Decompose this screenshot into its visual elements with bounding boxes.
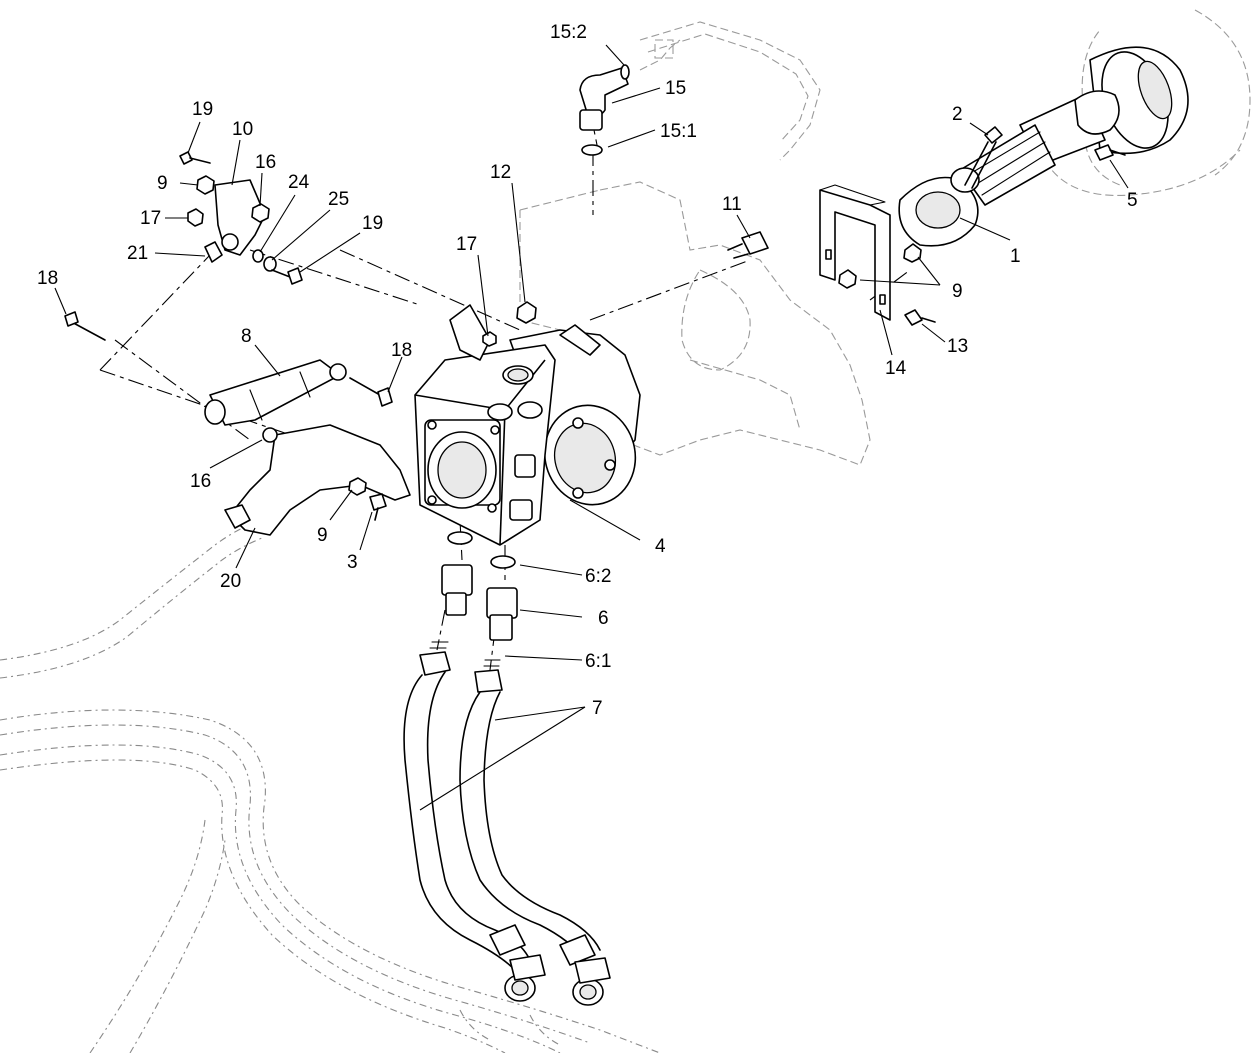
elbow-fitting-assembly	[579, 39, 681, 156]
callout-24: 24	[288, 172, 310, 193]
callout-4: 4	[655, 536, 666, 557]
phantom-frame	[0, 9, 1251, 1053]
callout-2: 2	[952, 104, 963, 125]
callout-labels: 15:2 15 15:1 2 5 1 9 19 10 16 24 25 19 9…	[37, 22, 1138, 719]
callout-25: 25	[328, 189, 349, 210]
callout-13: 13	[947, 336, 968, 357]
callout-16-top: 16	[255, 152, 276, 173]
callout-17-center: 17	[456, 234, 477, 255]
callout-11: 11	[722, 194, 742, 215]
callout-19-top: 19	[192, 99, 213, 120]
callout-7: 7	[592, 698, 603, 719]
leader-lines	[54, 44, 1129, 811]
callout-17-left: 17	[140, 208, 161, 229]
callout-15: 15	[665, 78, 686, 99]
callout-1: 1	[1010, 246, 1021, 267]
lower-bracket-assembly	[224, 424, 411, 536]
callout-18-left: 18	[37, 268, 58, 289]
callout-5: 5	[1127, 190, 1138, 211]
callout-21: 21	[127, 243, 148, 264]
callout-9-right: 9	[952, 281, 963, 302]
callout-12: 12	[490, 162, 511, 183]
cylinder-assembly	[64, 311, 393, 426]
callout-14: 14	[885, 358, 907, 379]
callout-3: 3	[347, 552, 358, 573]
callout-18-center: 18	[391, 340, 412, 361]
bracket-assembly	[727, 184, 936, 326]
callout-9-lower: 9	[317, 525, 328, 546]
callout-8: 8	[241, 326, 252, 347]
callout-6: 6	[598, 608, 609, 629]
callout-15-1: 15:1	[660, 121, 697, 142]
hydraulic-pump	[414, 301, 641, 546]
callout-19-right: 19	[362, 213, 383, 234]
callout-16-lower: 16	[190, 471, 211, 492]
drive-shaft-assembly	[898, 46, 1189, 263]
callout-15-2: 15:2	[550, 22, 587, 43]
callout-6-2: 6:2	[585, 566, 611, 587]
callout-6-1: 6:1	[585, 651, 611, 672]
fitting-assembly	[429, 531, 518, 667]
callout-20: 20	[220, 571, 241, 592]
control-lever-assembly	[179, 151, 303, 285]
hose-assembly	[403, 651, 611, 1006]
callout-9-left: 9	[157, 173, 168, 194]
callout-10: 10	[232, 119, 253, 140]
